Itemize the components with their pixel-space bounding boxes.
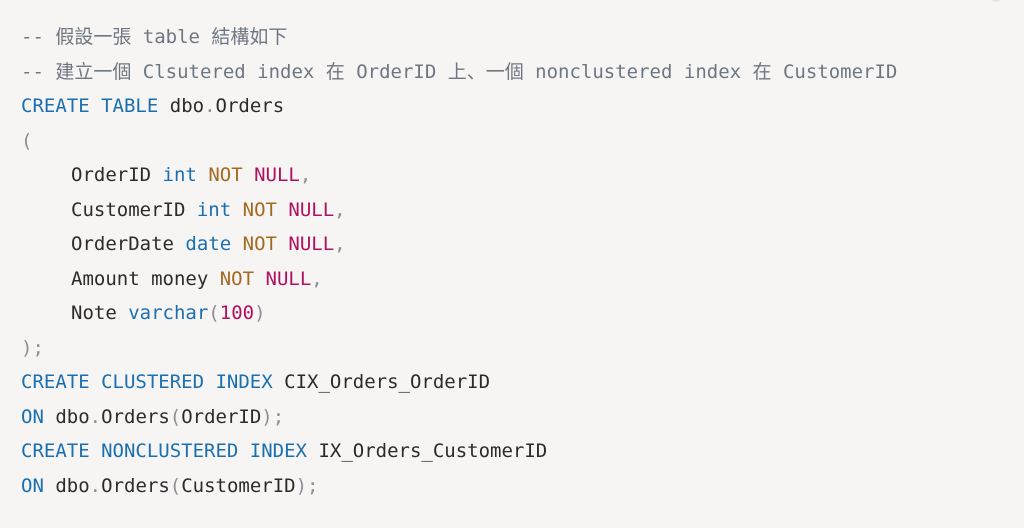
identifier: CIX_Orders_OrderID (284, 371, 491, 393)
column-name: CustomerID (71, 198, 186, 221)
keyword: CREATE NONCLUSTERED INDEX (21, 440, 307, 462)
punctuation: ); (295, 474, 319, 497)
identifier: dbo (55, 474, 90, 497)
identifier: IX_Orders_CustomerID (318, 440, 548, 462)
scroll-indicator (990, 0, 1002, 2)
code-line-column-amount: Amount money NOT NULL, (21, 262, 1024, 297)
code-line-on-nonclustered: ON dbo.Orders(CustomerID); (21, 469, 1024, 504)
comment-text: -- 建立一個 Clsutered index 在 OrderID 上、一個 n… (21, 60, 898, 83)
code-line-column-orderdate: OrderDate date NOT NULL, (21, 227, 1024, 262)
punctuation: , (334, 233, 346, 255)
code-line-create-clustered-index: CREATE CLUSTERED INDEX CIX_Orders_OrderI… (21, 365, 1024, 400)
code-line-column-customerid: CustomerID int NOT NULL, (21, 193, 1024, 228)
data-type: int (162, 164, 197, 186)
number-literal: 100 (219, 302, 255, 324)
punctuation: ( (169, 474, 182, 497)
keyword-null: NULL (288, 198, 335, 221)
code-line-comment-2: -- 建立一個 Clsutered index 在 OrderID 上、一個 n… (21, 55, 1024, 90)
keyword-null: NULL (265, 267, 312, 290)
code-line-column-note: Note varchar(100) (21, 296, 1024, 331)
data-type: int (196, 198, 232, 221)
identifier: CustomerID (181, 474, 296, 497)
punctuation: , (334, 198, 346, 221)
identifier: Orders (215, 95, 285, 117)
punctuation: , (299, 164, 312, 186)
punctuation: ( (21, 129, 33, 152)
keyword: CREATE (21, 95, 90, 117)
code-line-create-table: CREATE TABLE dbo.Orders (21, 89, 1024, 124)
punctuation: ( (169, 405, 182, 428)
keyword-null: NULL (254, 164, 300, 186)
column-name: OrderDate (71, 233, 174, 255)
identifier: dbo (55, 405, 90, 428)
keyword: TABLE (101, 95, 159, 117)
keyword-not: NOT (219, 267, 255, 290)
keyword-not: NOT (208, 164, 243, 186)
keyword-not: NOT (242, 233, 277, 255)
code-line-create-nonclustered-index: CREATE NONCLUSTERED INDEX IX_Orders_Cust… (21, 434, 1024, 469)
punctuation: . (204, 95, 216, 117)
data-type: date (185, 233, 232, 255)
column-name: Note (71, 302, 117, 324)
keyword-not: NOT (242, 198, 277, 221)
code-line-open-paren: ( (21, 124, 1024, 159)
comment-text: -- 假設一張 table 結構如下 (21, 26, 288, 48)
keyword-null: NULL (288, 233, 335, 255)
punctuation: ( (208, 302, 220, 324)
identifier: Orders (101, 474, 170, 497)
identifier: OrderID (181, 405, 262, 428)
column-name: OrderID (71, 164, 152, 186)
punctuation: . (89, 405, 102, 428)
keyword: ON (21, 405, 44, 428)
code-line-comment-1: -- 假設一張 table 結構如下 (21, 20, 1024, 55)
code-line-column-orderid: OrderID int NOT NULL, (21, 158, 1024, 193)
identifier: dbo (169, 95, 205, 117)
code-line-on-clustered: ON dbo.Orders(OrderID); (21, 400, 1024, 435)
punctuation: . (89, 474, 102, 497)
code-line-close-paren: ); (21, 331, 1024, 366)
punctuation: , (311, 267, 323, 290)
data-type: varchar (128, 302, 209, 324)
punctuation: ) (254, 302, 266, 324)
punctuation: ); (21, 336, 44, 359)
identifier: Orders (101, 405, 170, 428)
keyword: CREATE CLUSTERED INDEX (21, 371, 273, 393)
keyword: ON (21, 474, 44, 497)
punctuation: ); (261, 405, 285, 428)
column-name: Amount money (71, 267, 209, 290)
